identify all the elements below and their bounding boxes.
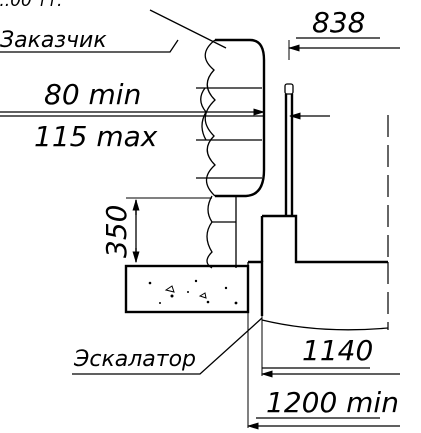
customer-label: Заказчик <box>0 28 107 53</box>
escalator-leader <box>72 317 263 375</box>
customer-leader-line <box>149 9 227 49</box>
max-clearance-label: 115 max <box>34 120 158 153</box>
customer-leader-underline <box>0 39 179 53</box>
top-dim-label: 838 <box>312 6 365 39</box>
structure-upper-outline <box>262 214 388 264</box>
escalator-curve <box>261 319 389 331</box>
concrete-slab <box>124 264 250 314</box>
min-clearance-label: 80 min <box>44 78 141 111</box>
break-line-left <box>204 39 216 197</box>
escalator-upper-step <box>248 260 264 316</box>
break-line-mid <box>200 87 207 141</box>
escalator-label: Эскалатор <box>73 347 196 372</box>
cutoff-note: ...00 тт. <box>0 0 62 11</box>
bottom-dim-label: 1200 min <box>266 386 399 419</box>
vertical-dim-label: 350 <box>100 205 133 258</box>
mid-dim-label: 1140 <box>302 334 373 367</box>
handrail-profile <box>215 38 266 198</box>
rod-cap <box>284 83 294 95</box>
concrete-hatching <box>148 279 238 305</box>
break-line-lower <box>206 195 213 269</box>
